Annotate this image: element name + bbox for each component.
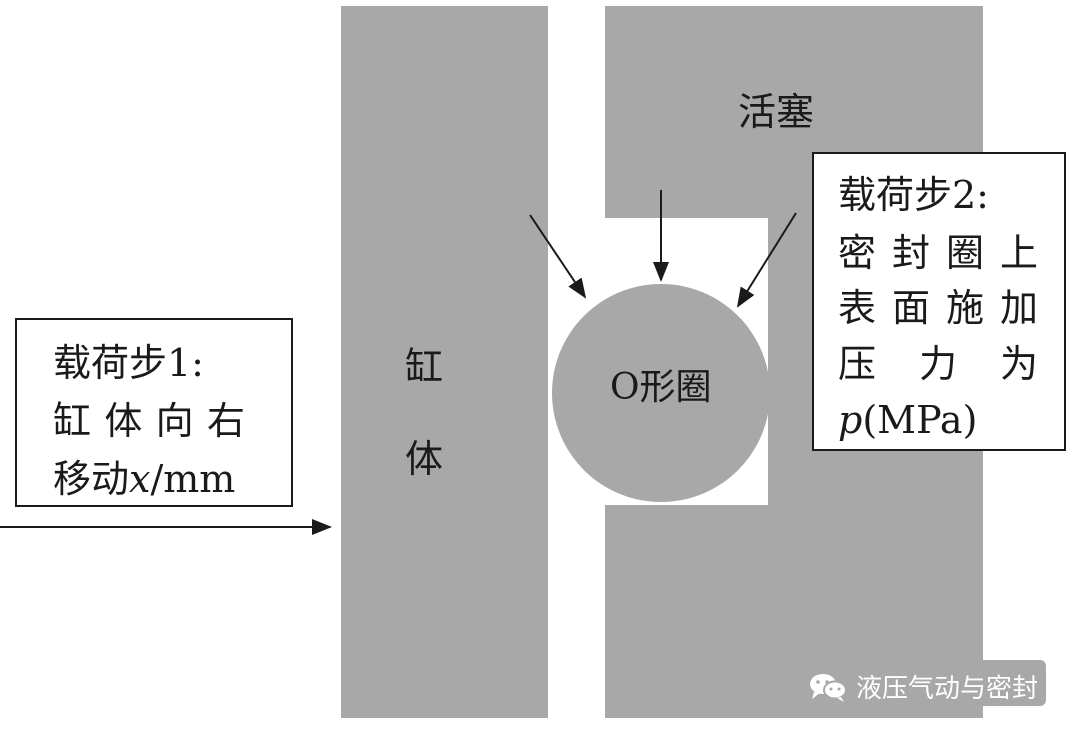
watermark-badge <box>800 660 1046 706</box>
load-step-2-title: 载荷步2: <box>838 173 989 217</box>
cylinder-label-top: 缸 <box>405 345 444 389</box>
load-step-2-char: 压 <box>838 342 877 386</box>
load-step-2-char: 密 <box>838 231 877 275</box>
load-step-2-char: 施 <box>945 286 984 330</box>
displacement-variable: x <box>129 457 151 501</box>
load-step-2-char: 加 <box>999 286 1038 330</box>
load-step-1-line3: 移动x/mm <box>53 460 235 498</box>
watermark-text: 液压气动与密封 <box>856 674 1039 704</box>
pressure-arrow-right <box>736 212 797 308</box>
pressure-arrow-left <box>529 214 587 299</box>
watermark: 液压气动与密封 <box>808 668 1038 705</box>
load-step-2-char: 表 <box>838 286 877 330</box>
displacement-unit: /mm <box>150 457 236 501</box>
pressure-variable: p <box>838 398 863 442</box>
cylinder-label-bottom: 体 <box>405 437 444 481</box>
cylinder-body <box>341 6 548 718</box>
load-step-2-line5: p(MPa) <box>838 401 977 439</box>
o-ring-label: O形圈 <box>610 367 712 408</box>
load-step-1-char: 右 <box>206 399 245 443</box>
load-step-2-line2: 密 封 圈 上 <box>838 234 1038 272</box>
load-step-2-char: 为 <box>999 342 1038 386</box>
load-step-1-char: 缸 <box>53 399 92 443</box>
load-step-1-prefix: 移动 <box>53 457 130 501</box>
load-step-2-line4: 压 力 为 <box>838 345 1038 383</box>
load-step-2-box: 载荷步2: 密 封 圈 上 表 面 施 加 压 力 为 p(MPa) <box>812 152 1066 451</box>
load-step-1-char: 体 <box>104 399 143 443</box>
load-step-2-char: 面 <box>891 286 930 330</box>
load-step-1-char: 向 <box>155 399 194 443</box>
load-step-1-title: 载荷步1: <box>53 341 204 385</box>
load-step-2-char: 力 <box>918 342 957 386</box>
load-step-2-char: 圈 <box>945 231 984 275</box>
load-step-1-line2: 缸 体 向 右 <box>53 402 245 440</box>
load-step-2-line3: 表 面 施 加 <box>838 289 1038 327</box>
pressure-unit: (MPa) <box>862 398 978 442</box>
o-ring <box>552 284 770 502</box>
piston-label: 活塞 <box>738 90 815 134</box>
load-step-1-box: 载荷步1: 缸 体 向 右 移动x/mm <box>15 318 293 507</box>
wechat-icon <box>810 673 847 702</box>
load-step-2-char: 上 <box>999 231 1038 275</box>
load-step-2-char: 封 <box>891 231 930 275</box>
